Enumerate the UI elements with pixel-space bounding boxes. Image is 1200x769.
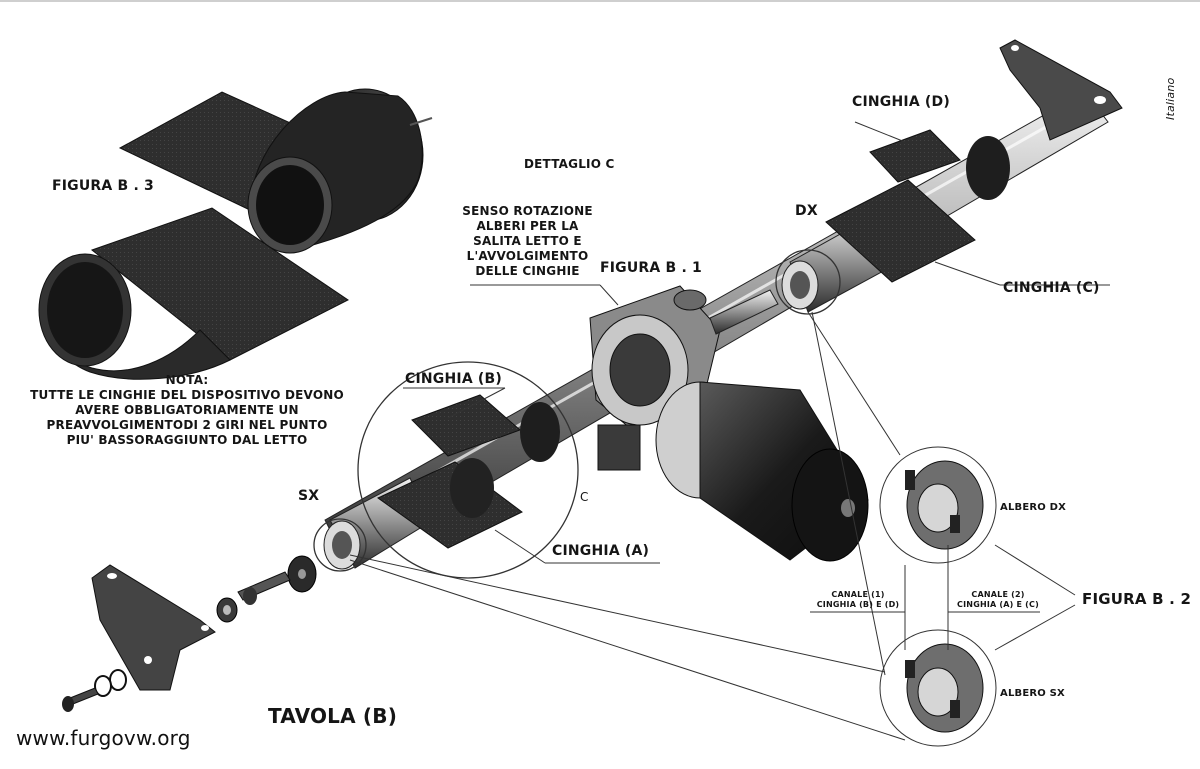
note-line-1: NOTA: (165, 373, 209, 387)
label-albero-sx: ALBERO SX (1000, 688, 1065, 699)
hardware-parts (62, 555, 317, 712)
canale-2-line-2: CINGHIA (A) E (C) (957, 600, 1039, 609)
note-line-2: TUTTE LE CINGHIE DEL DISPOSITIVO DEVONO (30, 388, 344, 402)
figure-b3-title: FIGURA B . 3 (52, 178, 154, 194)
detail-circle-dx (775, 249, 841, 315)
albero-sx-section (879, 629, 997, 747)
electric-motor (655, 381, 869, 562)
leader-lines (349, 121, 1110, 741)
detail-c-title: DETTAGLIO C (524, 157, 615, 171)
belt-wrap-a (377, 458, 523, 549)
detail-circle-sx (313, 518, 367, 572)
canale-1-label: CANALE (1) CINGHIA (B) E (D) (812, 590, 904, 610)
label-albero-dx: ALBERO DX (1000, 502, 1067, 513)
note-text: NOTA: TUTTE LE CINGHIE DEL DISPOSITIVO D… (22, 373, 352, 448)
label-cinghia-c: CINGHIA (C) (1003, 280, 1100, 296)
canale-2-label: CANALE (2) CINGHIA (A) E (C) (952, 590, 1044, 610)
albero-dx-section (879, 446, 997, 564)
note-line-4: PREAVVOLGIMENTODI 2 GIRI NEL PUNTO (46, 418, 328, 432)
watermark-url[interactable]: www.furgovw.org (16, 726, 191, 750)
label-cinghia-b: CINGHIA (B) (405, 371, 502, 387)
rotation-direction-note: SENSO ROTAZIONE ALBERI PER LA SALITA LET… (455, 204, 600, 279)
figure-b2-title: FIGURA B . 2 (1082, 590, 1192, 608)
belt-roll-bottom (38, 207, 349, 380)
canale-1-line-1: CANALE (1) (831, 590, 885, 599)
belt-wrap-c (825, 179, 976, 283)
figure-b1-title: FIGURA B . 1 (600, 260, 702, 276)
note-line-5: PIU' BASSORAGGIUNTO DAL LETTO (66, 433, 308, 447)
label-c: C (580, 490, 589, 504)
rotation-note-line-4: L'AVVOLGIMENTO (466, 249, 589, 263)
label-cinghia-a: CINGHIA (A) (552, 543, 650, 559)
label-dx: DX (795, 203, 818, 219)
rotation-note-line-5: DELLE CINGHIE (475, 264, 580, 278)
belt-wrap-b (411, 394, 560, 462)
label-cinghia-d: CINGHIA (D) (852, 94, 950, 110)
rotation-note-line-3: SALITA LETTO E (473, 234, 582, 248)
detail-circle-c (357, 361, 579, 579)
canale-2-line-1: CANALE (2) (971, 590, 1025, 599)
rotation-note-line-2: ALBERI PER LA (476, 219, 579, 233)
label-sx: SX (298, 488, 320, 504)
belt-roll-top (118, 88, 433, 254)
language-label: Italiano (1164, 77, 1177, 120)
canale-1-line-2: CINGHIA (B) E (D) (816, 600, 900, 609)
bracket-left (91, 564, 216, 691)
rotation-note-line-1: SENSO ROTAZIONE (462, 204, 593, 218)
bracket-right (999, 39, 1123, 141)
note-line-3: AVERE OBBLIGATORIAMENTE UN (75, 403, 299, 417)
belt-wrap-d (869, 129, 1010, 200)
tavola-b-title: TAVOLA (B) (268, 704, 398, 728)
